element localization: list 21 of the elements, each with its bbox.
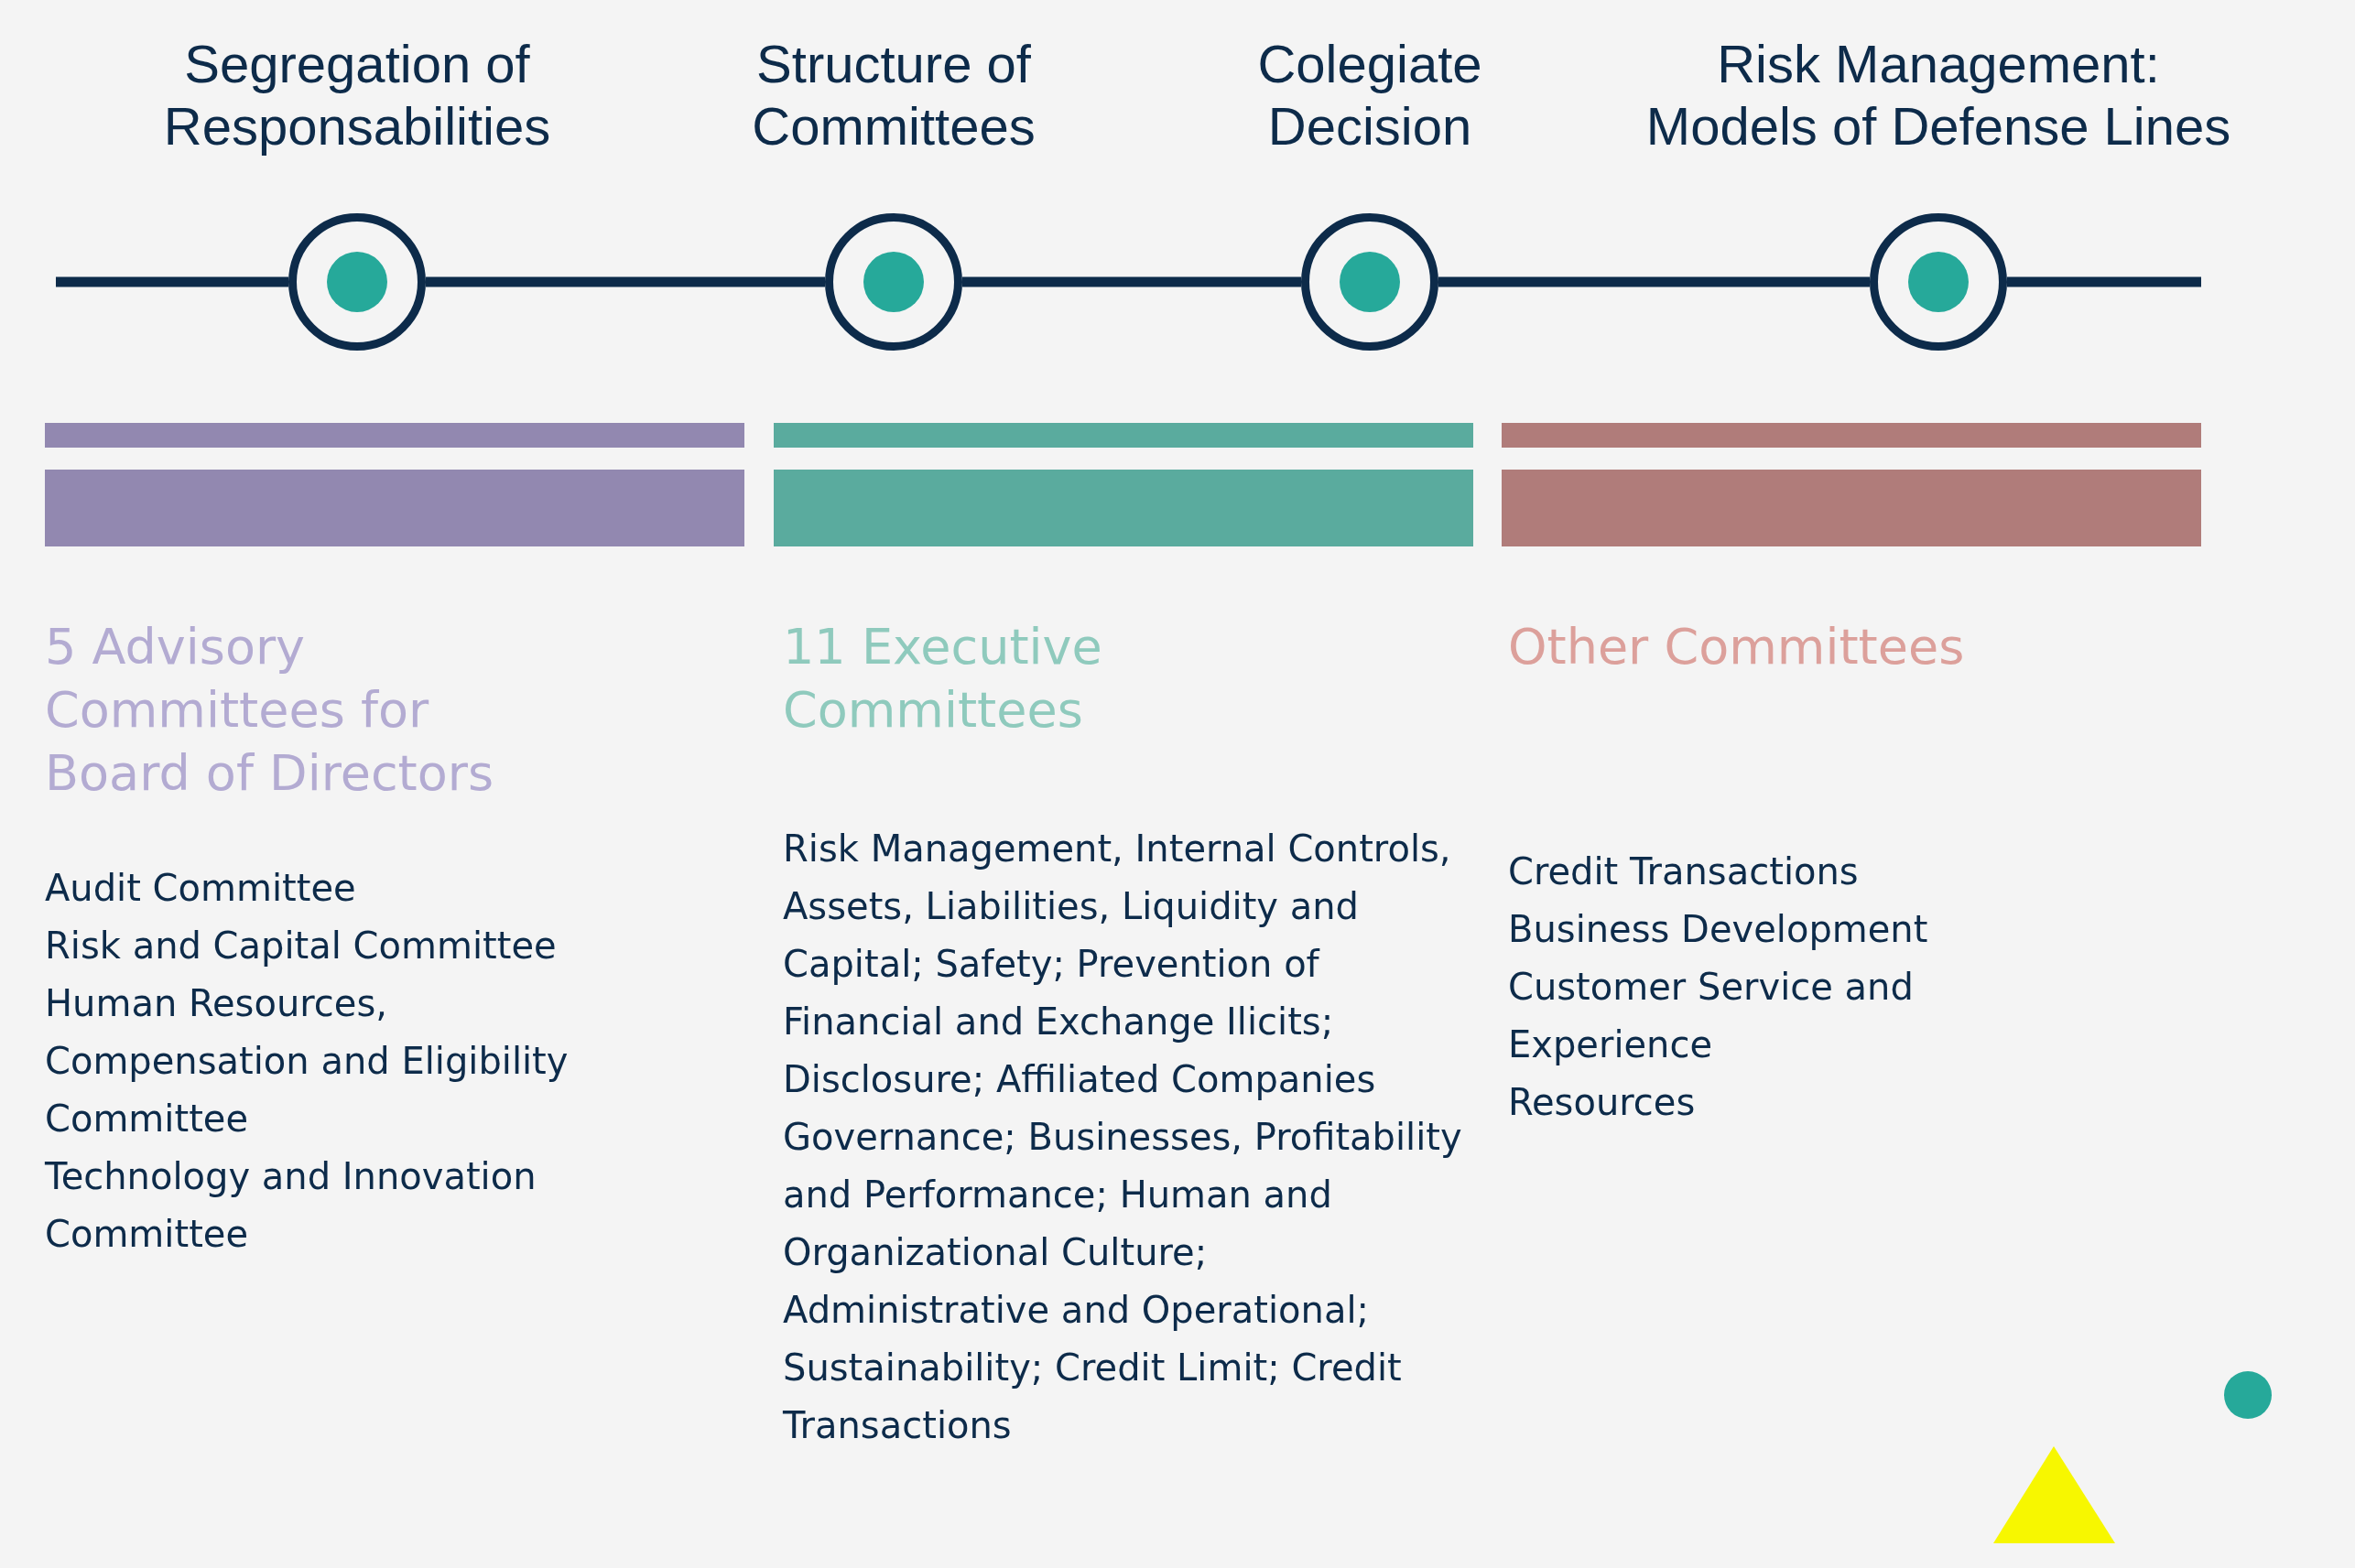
column-heading: 5 Advisory Committees for Board of Directors <box>45 617 495 804</box>
committee-list-text: Credit Transactions <box>1508 849 1860 894</box>
committee-list-text: Risk Management, Internal Controls, Assets, Liabilities, Liquidity and Capital; Safety; Prevention of Financial and Exchange Ilicits; Disclosure; Affiliated Companies Governance; Businesses, Profitability and Performance; Human and Organizational Culture; Administrative and Operational; Sustainability; Credit Limit; Credit Transactions <box>783 827 1463 1448</box>
timeline-line <box>2007 276 2201 287</box>
committee-list-text: Audit Committee <box>45 866 357 911</box>
milestone-title: Segregation of Responsabilities <box>162 33 552 157</box>
committee-list-text: Business Development <box>1508 907 1929 952</box>
committee-list-text: Customer Service and Experience <box>1508 965 1915 1067</box>
column-heading: Other Committees <box>1508 617 1966 677</box>
timeline-line <box>962 276 1301 287</box>
milestone-title: Risk Management: Models of Defense Lines <box>1644 33 2232 157</box>
timeline-line <box>426 276 825 287</box>
milestone-title: Colegiate Decision <box>1256 33 1483 157</box>
timeline-line <box>56 276 288 287</box>
column-heading: 11 Executive Committees <box>783 617 1103 741</box>
committee-list-text: Risk and Capital Committee <box>45 924 558 968</box>
timeline-line <box>1438 276 1870 287</box>
committee-list-text: Technology and Innovation Committee <box>45 1154 537 1257</box>
milestone-title: Structure of Committees <box>751 33 1036 157</box>
committee-list-text: Human Resources, Compensation and Eligibility Committee <box>45 981 570 1141</box>
committee-list-text: Resources <box>1508 1080 1697 1125</box>
